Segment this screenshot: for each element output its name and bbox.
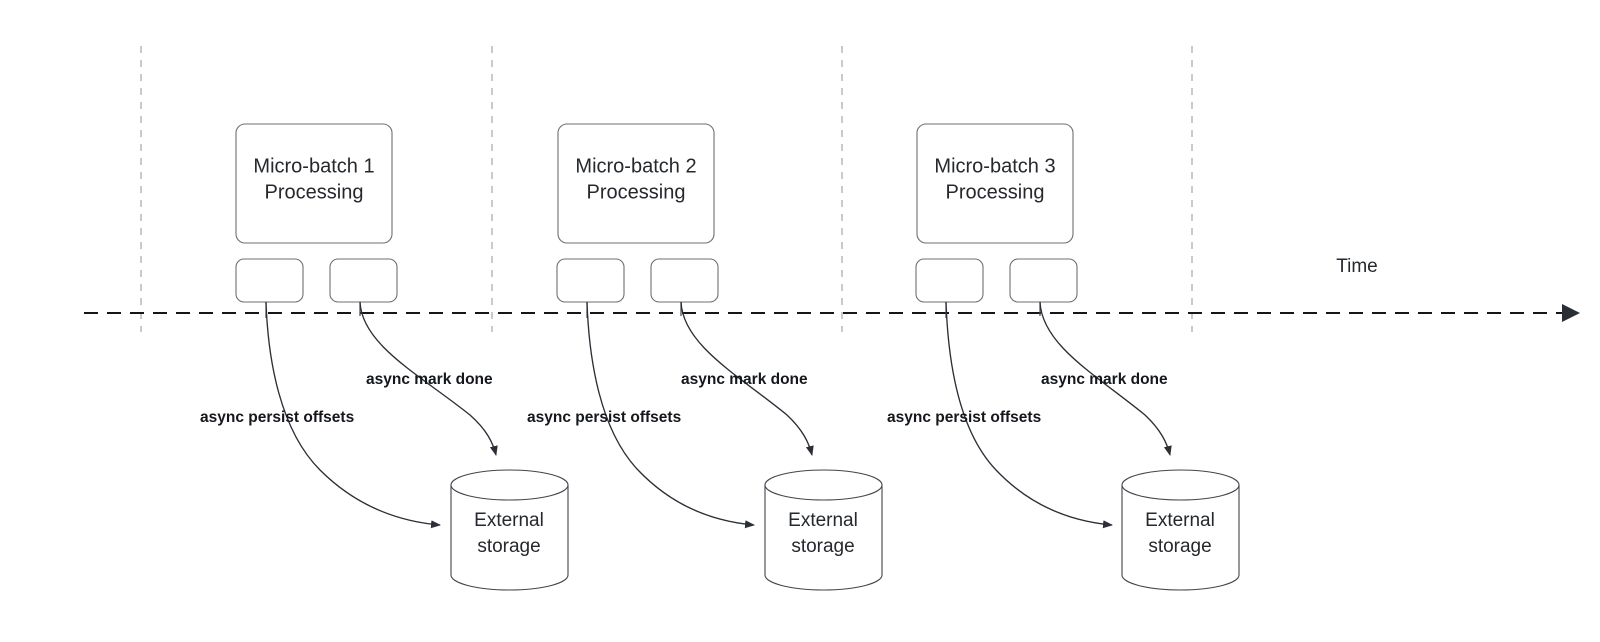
batch-group-2: Micro-batch 2 Processing async persist o… xyxy=(527,123,883,591)
external-storage-1-body xyxy=(450,485,569,591)
batch-1-async-mark-done-label: async mark done xyxy=(366,371,493,388)
batch-2-async-mark-done-arrow xyxy=(680,301,814,456)
external-storage-3-label-line2: storage xyxy=(1148,536,1211,557)
lane-dividers xyxy=(140,46,1193,332)
micro-batch-3-box[interactable] xyxy=(916,123,1074,244)
timeline-axis xyxy=(84,304,1580,322)
batch-1-external-storage[interactable]: External storage xyxy=(450,469,569,591)
batch-1-async-persist-offsets-label: async persist offsets xyxy=(200,409,354,426)
external-storage-2-label-line2: storage xyxy=(791,536,854,557)
batch-3-task-box-left[interactable] xyxy=(915,258,984,303)
timeline-arrowhead xyxy=(1562,304,1580,322)
external-storage-2-label-line1: External xyxy=(788,510,858,531)
micro-batch-3-label-line2: Processing xyxy=(946,181,1045,203)
batch-2-task-box-right[interactable] xyxy=(650,258,719,303)
micro-batch-1-label-line2: Processing xyxy=(265,181,364,203)
batch-3-task-box-right[interactable] xyxy=(1009,258,1078,303)
micro-batch-3-label-line1: Micro-batch 3 xyxy=(934,155,1055,177)
external-storage-1-top xyxy=(450,469,569,501)
micro-batch-1-label-line1: Micro-batch 1 xyxy=(253,155,374,177)
external-storage-3-body xyxy=(1121,485,1240,591)
time-axis-label: Time xyxy=(1336,256,1378,277)
external-storage-3-top xyxy=(1121,469,1240,501)
micro-batch-2-label-line1: Micro-batch 2 xyxy=(575,155,696,177)
batch-3-async-persist-offsets-arrow xyxy=(945,301,1113,529)
batch-3-async-persist-offsets-label: async persist offsets xyxy=(887,409,1041,426)
batch-2-async-mark-done-label: async mark done xyxy=(681,371,808,388)
micro-batch-2-box[interactable] xyxy=(557,123,715,244)
micro-batch-2-label-line2: Processing xyxy=(587,181,686,203)
batch-1-task-box-right[interactable] xyxy=(329,258,398,303)
batch-2-external-storage[interactable]: External storage xyxy=(764,469,883,591)
external-storage-1-label-line1: External xyxy=(474,510,544,531)
batch-3-external-storage[interactable]: External storage xyxy=(1121,469,1240,591)
batch-1-task-box-left[interactable] xyxy=(235,258,304,303)
external-storage-3-label-line1: External xyxy=(1145,510,1215,531)
batch-2-task-box-left[interactable] xyxy=(556,258,625,303)
batch-2-async-persist-offsets-label: async persist offsets xyxy=(527,409,681,426)
external-storage-2-body xyxy=(764,485,883,591)
batch-1-async-mark-done-arrow xyxy=(359,301,498,456)
batch-1-async-persist-offsets-arrow xyxy=(265,301,441,529)
batch-3-async-mark-done-arrow xyxy=(1039,301,1172,456)
external-storage-2-top xyxy=(764,469,883,501)
external-storage-1-label-line2: storage xyxy=(477,536,540,557)
batch-2-async-persist-offsets-arrow xyxy=(586,301,755,529)
micro-batch-1-box[interactable] xyxy=(235,123,393,244)
batch-3-async-mark-done-label: async mark done xyxy=(1041,371,1168,388)
batch-group-3: Micro-batch 3 Processing async persist o… xyxy=(887,123,1240,591)
batch-group-1: Micro-batch 1 Processing async persist o… xyxy=(200,123,569,591)
